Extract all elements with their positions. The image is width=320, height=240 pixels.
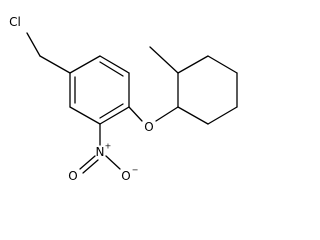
ring-double-bond-top: [99, 61, 124, 77]
atom-label-chlorine: Cl: [9, 15, 21, 29]
charge-label-nitro-nitrogen: +: [105, 142, 112, 151]
chemical-structure-diagram: Cl O N + O O −: [9, 15, 238, 183]
bond-ring-ether-oxygen: [128, 106, 143, 122]
cyclohexane-bond-1: [177, 106, 209, 125]
ring-double-bond-bottom: [99, 103, 124, 119]
cyclohexane-bond-2: [207, 106, 238, 125]
bond-nitro-n-o-single: [105, 155, 121, 170]
bond-nitro-n-o-double-b: [82, 159, 99, 174]
bond-ch2-ring: [39, 55, 71, 74]
ring-bond-c5-c6: [99, 55, 130, 74]
bond-cl-ch2: [26, 32, 41, 57]
bond-ether-oxygen-cyclohexyl: [155, 106, 179, 122]
ring-bond-c3-c4: [99, 106, 130, 125]
cyclohexane-bond-4: [207, 55, 238, 74]
cyclohexane-bond-5: [177, 55, 209, 74]
ring-bond-c6-c1: [69, 55, 101, 74]
charge-label-nitro-oxygen: −: [132, 166, 139, 175]
atom-label-nitro-oxygen-single: O: [121, 169, 130, 183]
atom-label-nitro-oxygen-double: O: [68, 169, 77, 183]
bond-nitro-n-o-double-a: [79, 155, 96, 170]
atom-label-ether-oxygen: O: [144, 120, 153, 134]
ring-bond-c2-c3: [69, 106, 101, 125]
bond-methyl: [149, 46, 179, 74]
atom-label-nitro-nitrogen: N: [96, 145, 105, 159]
